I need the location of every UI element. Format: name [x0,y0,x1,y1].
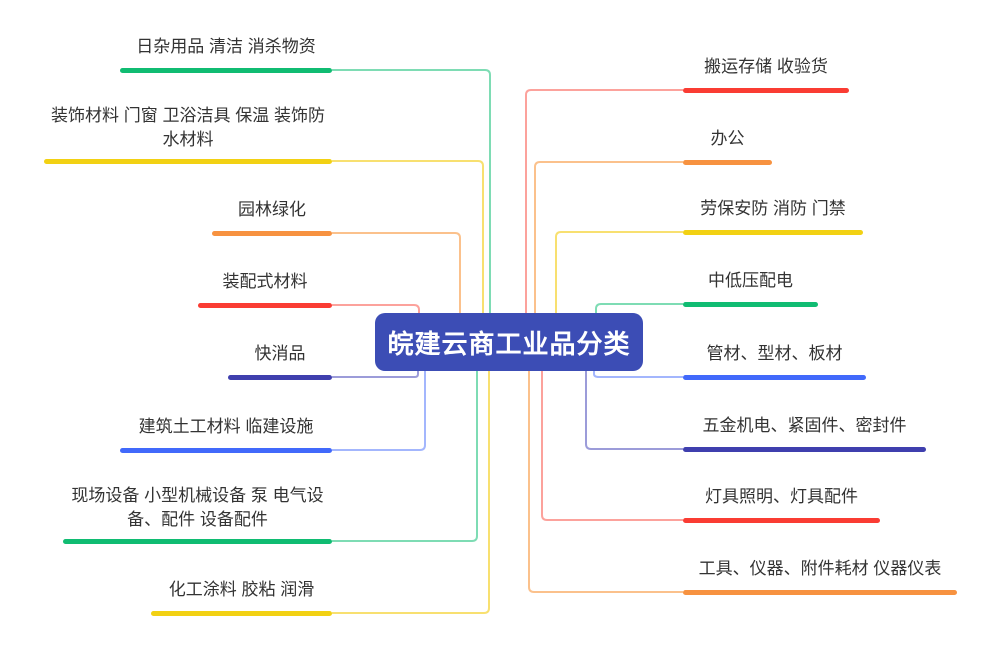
branch-bar-office [683,160,772,165]
connector-line [332,371,426,451]
connector-line [332,371,490,614]
connector-line [528,371,683,593]
branch-bar-daily-sundries [120,68,332,73]
branch-label-site-equipment[interactable]: 现场设备 小型机械设备 泵 电气设备、配件 设备配件 [71,486,324,529]
branch-label-hardware-fasteners-seals[interactable]: 五金机电、紧固件、密封件 [702,416,907,435]
branch-bar-decoration-materials [44,159,332,164]
branch-label-prefab-materials[interactable]: 装配式材料 [222,272,308,291]
connector-line [585,371,683,450]
branch-label-pipes-profiles-boards[interactable]: 管材、型材、板材 [706,344,843,363]
connector-line [332,371,419,378]
branch-bar-hardware-fasteners-seals [683,447,926,452]
branch-label-decoration-materials[interactable]: 装饰材料 门窗 卫浴洁具 保温 装饰防水材料 [51,106,325,149]
branch-label-tools-instruments[interactable]: 工具、仪器、附件耗材 仪器仪表 [698,559,942,578]
connector-line [525,89,683,313]
branch-bar-fmcg [228,375,332,380]
branch-bar-power-distribution [683,302,818,307]
connector-line [332,160,484,313]
branch-label-geotech-materials[interactable]: 建筑土工材料 临建设施 [138,417,314,436]
branch-label-landscaping[interactable]: 园林绿化 [238,200,306,219]
branch-bar-geotech-materials [120,448,332,453]
branch-bar-chemical-coatings [151,611,332,616]
branch-label-power-distribution[interactable]: 中低压配电 [708,271,793,290]
branch-bar-site-equipment [63,539,332,544]
branch-label-chemical-coatings[interactable]: 化工涂料 胶粘 润滑 [168,580,315,599]
branch-bar-pipes-profiles-boards [683,375,866,380]
root-node[interactable]: 皖建云商工业品分类 [375,313,643,371]
connector-line [541,371,683,521]
connector-line [595,303,683,313]
branch-bar-lighting [683,518,880,523]
connector-line [332,371,478,542]
branch-label-labor-safety[interactable]: 劳保安防 消防 门禁 [700,199,846,218]
connector-line [332,69,491,313]
connector-line [332,232,461,313]
branch-label-office[interactable]: 办公 [710,129,745,148]
branch-label-handling-storage[interactable]: 搬运存储 收验货 [704,57,828,76]
branch-label-lighting[interactable]: 灯具照明、灯具配件 [705,487,858,506]
connector-line [555,231,683,313]
branch-bar-prefab-materials [198,303,332,308]
connector-line [534,161,683,313]
branch-bar-tools-instruments [683,590,957,595]
branch-label-fmcg[interactable]: 快消品 [254,344,306,363]
branch-bar-handling-storage [683,88,849,93]
connector-line [332,304,420,313]
connector-line [593,371,683,378]
branch-label-daily-sundries[interactable]: 日杂用品 清洁 消杀物资 [136,37,316,56]
branch-bar-landscaping [212,231,332,236]
branch-bar-labor-safety [683,230,863,235]
